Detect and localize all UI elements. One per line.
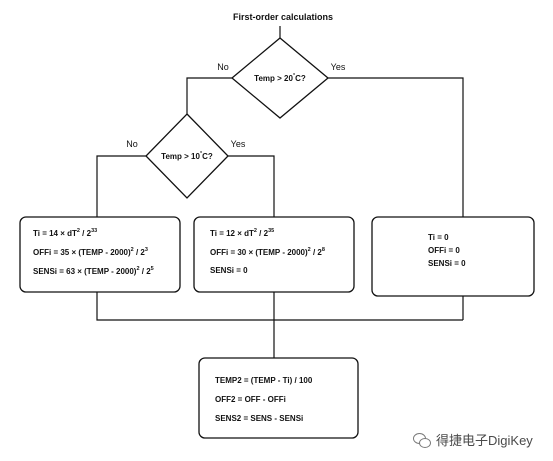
high-temp-sensi: SENSi = 0 [428,259,466,268]
edge-decision2-yes [228,155,275,217]
decision-diamond-temp-20 [230,37,330,119]
result-temp2: TEMP2 = (TEMP - Ti) / 100 [215,376,313,385]
result-off2: OFF2 = OFF - OFFi [215,395,286,404]
box-result [198,357,359,439]
mid-temp-offi: OFFi = 30 × (TEMP - 2000)2 / 28 [210,247,325,257]
watermark: 得捷电子DigiKey [413,430,533,449]
decision2-yes-label: Yes [231,139,246,149]
mid-temp-ti: Ti = 12 × dT2 / 235 [210,228,275,238]
box-high-temp [371,216,535,297]
low-temp-offi: OFFi = 35 × (TEMP - 2000)2 / 23 [33,247,148,257]
flowchart-title: First-order calculations [233,12,333,22]
high-temp-ti: Ti = 0 [428,233,449,242]
decision-diamond-temp-10 [145,113,229,199]
wechat-icon [413,432,431,448]
low-temp-sensi: SENSi = 63 × (TEMP - 2000)2 / 25 [33,266,154,276]
high-temp-offi: OFFi = 0 [428,246,460,255]
edge-decision2-no [96,155,146,217]
decision1-yes-label: Yes [331,62,346,72]
decision2-label: Temp > 10°C? [161,151,213,161]
watermark-text: 得捷电子DigiKey [436,433,533,448]
box-mid-temp [193,216,355,293]
box-low-temp [19,216,181,293]
low-temp-ti: Ti = 14 × dT2 / 233 [33,228,98,238]
edge-decision1-yes [328,77,464,217]
edge-merge-line [96,292,463,321]
decision1-no-label: No [217,62,229,72]
result-sens2: SENS2 = SENS - SENSi [215,414,304,423]
decision1-label: Temp > 20°C? [254,73,306,83]
mid-temp-sensi: SENSi = 0 [210,266,248,275]
decision2-no-label: No [126,139,138,149]
